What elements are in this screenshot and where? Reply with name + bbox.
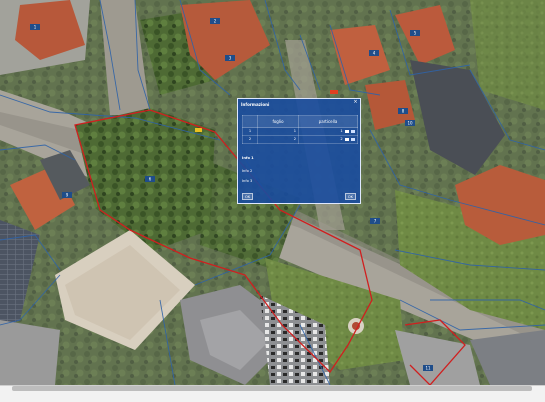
row-parcel: 1 [340,129,343,133]
svg-text:10: 10 [407,121,413,126]
svg-text:8: 8 [402,109,405,114]
column-header-sheet: foglio [257,115,299,128]
svg-text:5: 5 [414,31,417,36]
zoom-icon[interactable] [344,129,349,133]
table-row[interactable]: 2 2 2 [242,135,358,144]
parcel-label-6: 6 [145,176,155,182]
parcel-labels: 1 2 3 4 5 6 7 8 9 10 11 [30,18,433,371]
svg-text:11: 11 [425,366,431,371]
parcel-label-9: 9 [62,192,72,198]
row-sheet: 2 [257,135,299,144]
parcel-label-2: 2 [210,18,220,24]
parcel-label-8: 8 [398,108,408,114]
popup-left-button[interactable]: OK [242,193,254,200]
parcel-info-popup[interactable]: Informazioni × foglio particella 1 1 1 2… [237,98,361,204]
row-index: 2 [242,135,258,144]
row-sheet: 1 [257,127,299,136]
popup-info-2: Info 2 [242,169,253,173]
document-icon[interactable] [351,137,355,141]
svg-text:3: 3 [229,56,232,61]
column-header-parcel: particella [298,115,358,128]
parcel-label-10: 10 [405,120,415,126]
parcel-label-3: 3 [225,55,235,61]
selected-parcel-outline [74,109,466,386]
parcel-table: foglio particella 1 1 1 2 2 2 [242,115,358,144]
svg-text:9: 9 [66,193,69,198]
horizontal-scrollbar[interactable] [12,386,532,391]
svg-text:7: 7 [374,219,377,224]
row-index: 1 [242,127,258,136]
parcel-boundaries [0,0,545,386]
parcel-label-5: 5 [410,30,420,36]
popup-title: Informazioni [241,102,270,107]
parcel-label-4: 4 [369,50,379,56]
popup-info-3: Info 3 [242,179,253,183]
table-row[interactable]: 1 1 1 [242,127,358,136]
popup-info-1: Info 1 [242,156,254,160]
parcel-label-7: 7 [370,218,380,224]
svg-text:6: 6 [149,177,152,182]
row-parcel: 2 [340,137,343,141]
document-icon[interactable] [351,129,355,133]
popup-right-button[interactable]: OK [344,193,356,200]
zoom-icon[interactable] [344,137,349,141]
svg-text:2: 2 [214,19,217,24]
close-icon[interactable]: × [353,99,358,105]
svg-text:1: 1 [34,25,37,30]
column-header-blank [242,115,258,128]
svg-text:4: 4 [373,51,376,56]
parcel-label-11: 11 [423,365,433,371]
parcel-label-1: 1 [30,24,40,30]
